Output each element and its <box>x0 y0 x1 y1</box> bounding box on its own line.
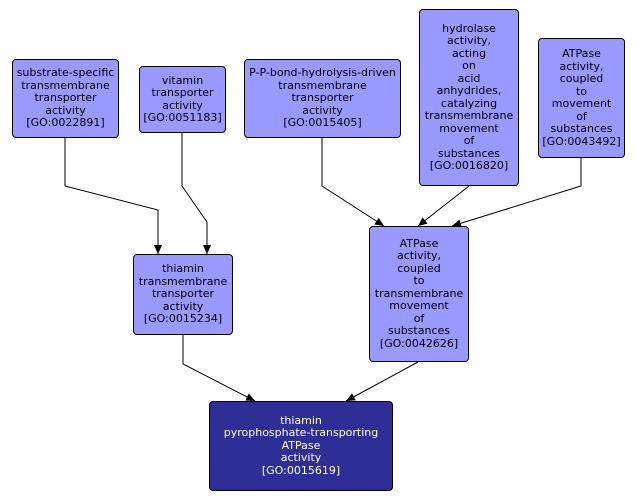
node-label-line: of <box>463 134 475 147</box>
node-go-0016820[interactable]: hydrolase activity, acting on acid anhyd… <box>419 9 519 186</box>
node-label-line: activity <box>302 103 343 117</box>
node-label-line: transporter <box>291 91 354 105</box>
edge-0043492-to-0042626 <box>451 158 582 228</box>
node-label-line: acid <box>457 71 481 85</box>
node-label-line: catalyzing <box>440 96 498 110</box>
node-label-line: activity <box>45 103 86 117</box>
node-label-line: ATPase <box>281 438 321 452</box>
node-label-line: transporter <box>151 287 215 301</box>
node-go-0015234[interactable]: thiamin transmembrane transporter activi… <box>133 254 233 335</box>
node-label-line: hydrolase <box>442 21 496 35</box>
node-label-line: substances <box>388 324 450 338</box>
node-label-line: activity <box>280 451 322 465</box>
node-label-line: transmembrane <box>374 286 464 300</box>
node-label-line: of <box>576 109 587 123</box>
node-label-line: movement <box>551 97 612 110</box>
node-label-line: transmembrane <box>278 78 367 92</box>
node-label-line: acting <box>451 46 487 60</box>
node-go-id: [GO:0051183] <box>143 111 222 124</box>
node-label-line: vitamin <box>161 73 204 87</box>
node-label-line: activity <box>162 98 203 112</box>
node-go-id: [GO:0043492] <box>542 134 621 148</box>
edge-0042626-to-0015619 <box>345 361 419 402</box>
node-label-line: P-P-bond-hydrolysis-driven <box>249 66 396 80</box>
node-label-line: substances <box>550 122 613 135</box>
node-label-line: anhydrides, <box>436 84 502 97</box>
node-label-line: substrate-specific <box>16 66 115 80</box>
edge-0015234-to-0015619 <box>182 335 256 402</box>
node-label-line: activity <box>162 299 204 313</box>
node-go-id: [GO:0016820] <box>429 159 509 172</box>
node-label-line: activity, <box>446 34 492 47</box>
node-label-line: thiamin <box>280 413 322 427</box>
node-label-line: coupled <box>559 72 604 85</box>
node-go-0051183[interactable]: vitamin transporter activity [GO:0051183… <box>139 66 226 133</box>
node-label-line: transporter <box>34 91 97 105</box>
node-label-line: to <box>413 274 425 288</box>
node-label-line: substances <box>438 146 500 160</box>
node-go-0043492[interactable]: ATPase activity, coupled to movement of … <box>538 38 625 158</box>
node-label-line: activity, <box>559 59 604 73</box>
node-label-line: thiamin <box>162 262 204 276</box>
node-label-line: movement <box>389 299 449 313</box>
node-go-0022891[interactable]: substrate-specific transmembrane transpo… <box>12 59 119 138</box>
node-go-0042626[interactable]: ATPase activity, coupled to transmembran… <box>369 226 469 362</box>
node-label-line: pyrophosphate-transporting <box>223 426 379 440</box>
node-label-line: to <box>575 84 588 98</box>
node-label-line: transmembrane <box>138 274 228 288</box>
node-go-id: [GO:0015405] <box>283 116 362 130</box>
node-label-line: ATPase <box>562 47 601 60</box>
node-label-line: on <box>462 59 476 72</box>
edge-0016820-to-0042626 <box>417 185 470 227</box>
node-label-line: transporter <box>151 86 214 99</box>
node-go-0015405[interactable]: P-P-bond-hydrolysis-driven transmembrane… <box>244 59 401 138</box>
edge-0022891-to-0015234 <box>64 138 162 254</box>
edge-0051183-to-0015234 <box>181 133 211 254</box>
node-label-line: coupled <box>397 261 441 275</box>
node-go-id: [GO:0022891] <box>26 116 105 130</box>
node-label-line: of <box>413 311 425 325</box>
node-label-line: ATPase <box>399 236 439 250</box>
node-label-line: transmembrane <box>424 109 514 122</box>
node-go-id: [GO:0042626] <box>379 336 459 350</box>
node-label-line: activity, <box>396 249 442 263</box>
node-label-line: transmembrane <box>21 78 110 92</box>
node-go-id: [GO:0015234] <box>143 312 223 326</box>
node-go-0015619[interactable]: thiamin pyrophosphate-transporting ATPas… <box>209 401 393 491</box>
node-label-line: movement <box>439 121 499 135</box>
edge-0015405-to-0042626 <box>321 138 385 227</box>
node-go-id: [GO:0015619] <box>261 463 341 477</box>
